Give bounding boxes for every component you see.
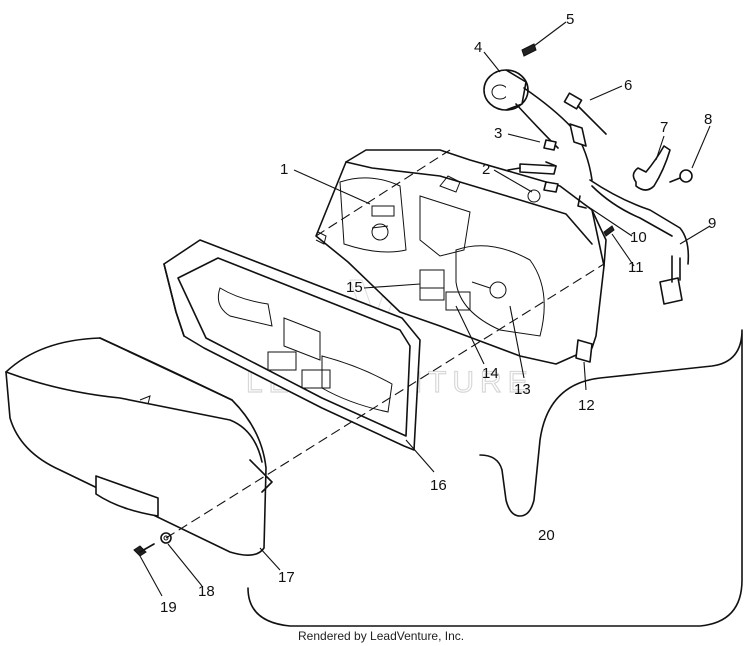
- callout-7: 7: [660, 119, 668, 136]
- callout-9: 9: [708, 215, 716, 232]
- callout-15: 15: [346, 279, 363, 296]
- part-16-bezel: [163, 239, 421, 451]
- callout-13: 13: [514, 381, 531, 398]
- callout-numbers: 1 2 3 4 5 6 7 8 9 10 11 12 13 14 15 16 1…: [160, 11, 716, 616]
- callout-6: 6: [624, 77, 632, 94]
- callout-3: 3: [494, 125, 502, 142]
- callout-14: 14: [482, 365, 499, 382]
- part-7-grommet: [632, 145, 671, 191]
- part-12-pin: [575, 339, 593, 363]
- callout-20: 20: [538, 527, 555, 544]
- callout-10: 10: [630, 229, 647, 246]
- part-4-hour-meter: [483, 69, 529, 111]
- callout-18: 18: [198, 583, 215, 600]
- callout-8: 8: [704, 111, 712, 128]
- callout-1: 1: [280, 161, 288, 178]
- footer-credit: Rendered by LeadVenture, Inc.: [298, 629, 464, 643]
- part-13-cluster-housing: [315, 149, 607, 365]
- callout-11: 11: [628, 259, 644, 276]
- assembly-bracket: [247, 329, 743, 627]
- callout-5: 5: [566, 11, 574, 28]
- part-8-screw: [669, 169, 693, 183]
- part-5-screw: [521, 43, 537, 57]
- callout-17: 17: [278, 569, 295, 586]
- callout-4: 4: [474, 39, 482, 56]
- leader-lines: [139, 21, 711, 597]
- wire-harness: [507, 87, 690, 305]
- part-6-bolt: [563, 92, 607, 135]
- callout-19: 19: [160, 599, 177, 616]
- callout-16: 16: [430, 477, 447, 494]
- part-11-screw: [603, 225, 615, 237]
- alignment-line: [165, 263, 605, 539]
- alignment-line: [315, 149, 451, 237]
- callout-12: 12: [578, 397, 595, 414]
- part-19-screw: [133, 543, 155, 557]
- callout-2: 2: [482, 161, 490, 178]
- part-17-cover: [5, 337, 273, 556]
